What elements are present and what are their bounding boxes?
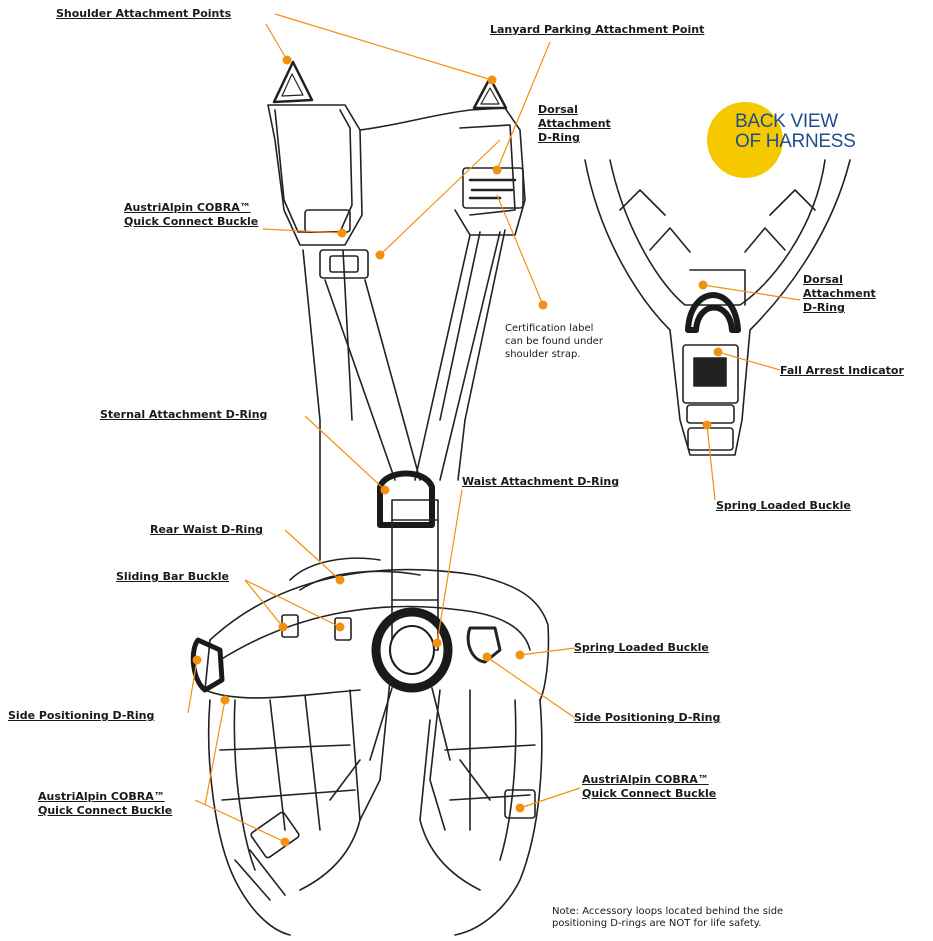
label-certification: Certification label can be found under s… [505, 322, 603, 361]
label-sliding-bar: Sliding Bar Buckle [116, 570, 229, 584]
label-side-positioning-right: Side Positioning D-Ring [574, 711, 720, 725]
label-spring-loaded-front: Spring Loaded Buckle [574, 641, 709, 655]
label-lanyard-parking: Lanyard Parking Attachment Point [490, 23, 704, 37]
label-rear-waist: Rear Waist D-Ring [150, 523, 263, 537]
label-sternal: Sternal Attachment D-Ring [100, 408, 267, 422]
label-spring-loaded-back: Spring Loaded Buckle [716, 499, 851, 513]
label-dorsal-front: Dorsal Attachment D-Ring [538, 103, 611, 145]
footnote: Note: Accessory loops located behind the… [552, 906, 783, 930]
label-fall-arrest: Fall Arrest Indicator [780, 364, 904, 378]
label-cobra-left: AustriAlpin COBRA™ Quick Connect Buckle [38, 790, 172, 818]
label-dorsal-back: Dorsal Attachment D-Ring [803, 273, 876, 315]
label-cobra-right: AustriAlpin COBRA™ Quick Connect Buckle [582, 773, 716, 801]
back-view-title: BACK VIEW OF HARNESS [735, 112, 856, 152]
label-side-positioning-left: Side Positioning D-Ring [8, 709, 154, 723]
label-shoulder-attachment-points: Shoulder Attachment Points [56, 7, 231, 21]
label-cobra-top: AustriAlpin COBRA™ Quick Connect Buckle [124, 201, 258, 229]
label-waist: Waist Attachment D-Ring [462, 475, 619, 489]
